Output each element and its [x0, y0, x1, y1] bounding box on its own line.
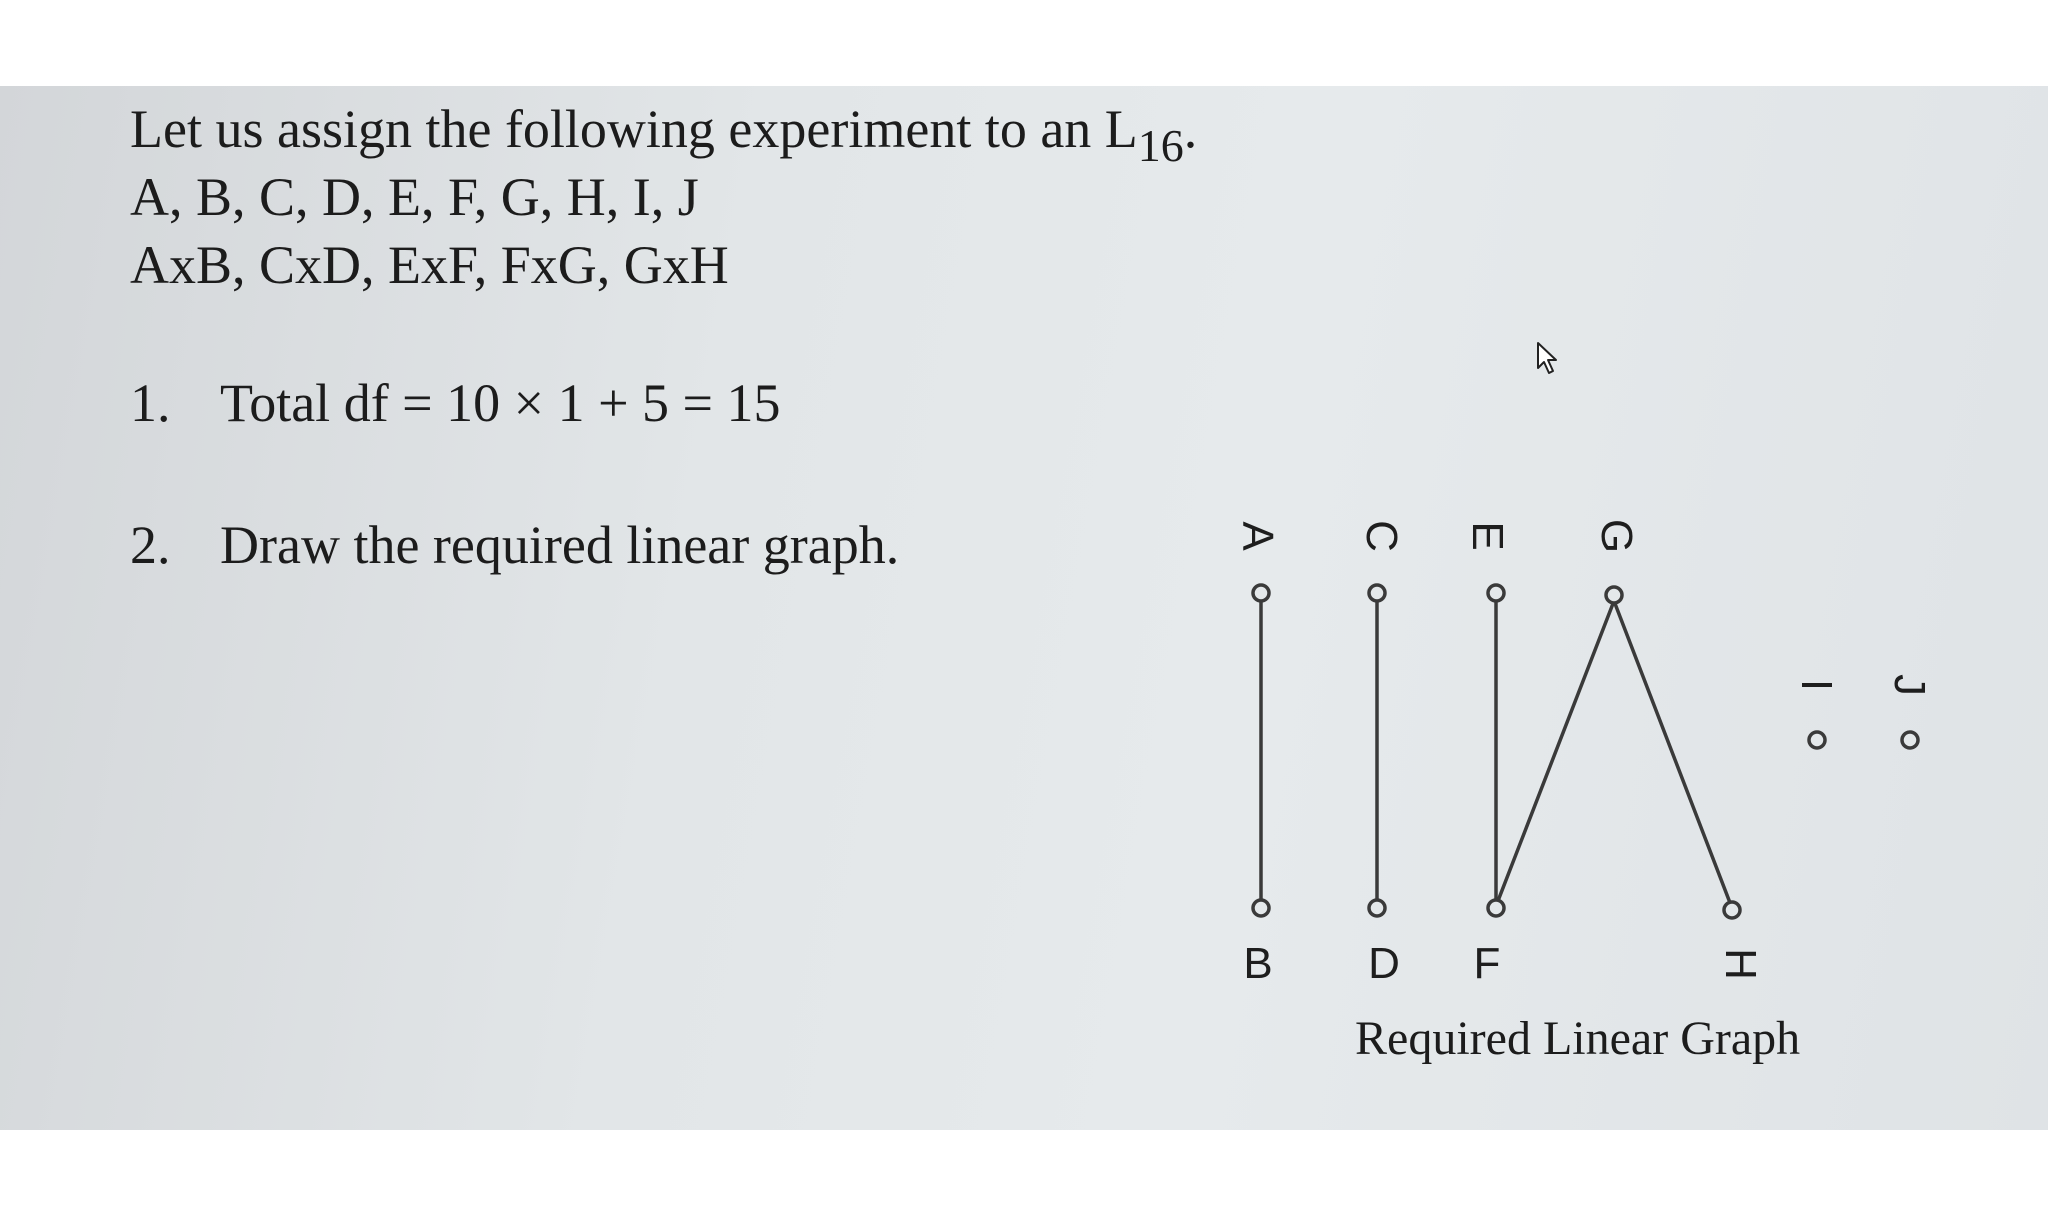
label-j: J	[1885, 674, 1934, 696]
node-f	[1486, 898, 1506, 918]
edge-f-g	[1494, 600, 1616, 907]
label-i: I	[1792, 679, 1841, 691]
intro-period: .	[1183, 99, 1198, 159]
node-i	[1807, 730, 1827, 750]
interactions-list: AxB, CxD, ExF, FxG, GxH	[130, 235, 729, 295]
step-1: 1. Total df = 10 × 1 + 5 = 15	[130, 372, 781, 434]
node-e	[1486, 583, 1506, 603]
graph-nodes	[1251, 583, 1920, 920]
graph-labels: A B C D E F G H I J	[1233, 519, 1934, 988]
node-a	[1251, 583, 1271, 603]
label-b: B	[1243, 939, 1272, 988]
label-d: D	[1368, 939, 1400, 988]
label-a: A	[1233, 521, 1282, 551]
node-d	[1367, 898, 1387, 918]
step-text: Total df = 10 × 1 + 5 = 15	[220, 373, 781, 433]
graph-edges	[1259, 600, 1734, 909]
node-c	[1367, 583, 1387, 603]
screen-content: Let us assign the following experiment t…	[0, 86, 2048, 1130]
mouse-pointer-icon	[1537, 342, 1557, 374]
edge-g-h	[1612, 600, 1734, 909]
graph-caption: Required Linear Graph	[1355, 1012, 1801, 1065]
intro-text: Let us assign the following experiment t…	[130, 99, 1138, 159]
label-e: E	[1463, 521, 1512, 550]
label-c: C	[1357, 520, 1406, 552]
intro-subscript: 16	[1137, 120, 1184, 171]
label-f: F	[1474, 939, 1501, 988]
step-number: 1.	[130, 373, 171, 433]
node-j	[1900, 730, 1920, 750]
linear-graph: A B C D E F G H I J	[1233, 519, 1934, 988]
node-h	[1722, 900, 1742, 920]
label-h: H	[1716, 948, 1765, 980]
node-g	[1604, 585, 1624, 605]
label-g: G	[1592, 519, 1641, 553]
node-b	[1251, 898, 1271, 918]
step-number: 2.	[130, 515, 171, 575]
step-text: Draw the required linear graph.	[220, 515, 900, 575]
step-2: 2. Draw the required linear graph.	[130, 514, 899, 576]
factors-list: A, B, C, D, E, F, G, H, I, J	[130, 167, 699, 227]
intro-line: Let us assign the following experiment t…	[130, 98, 1198, 171]
